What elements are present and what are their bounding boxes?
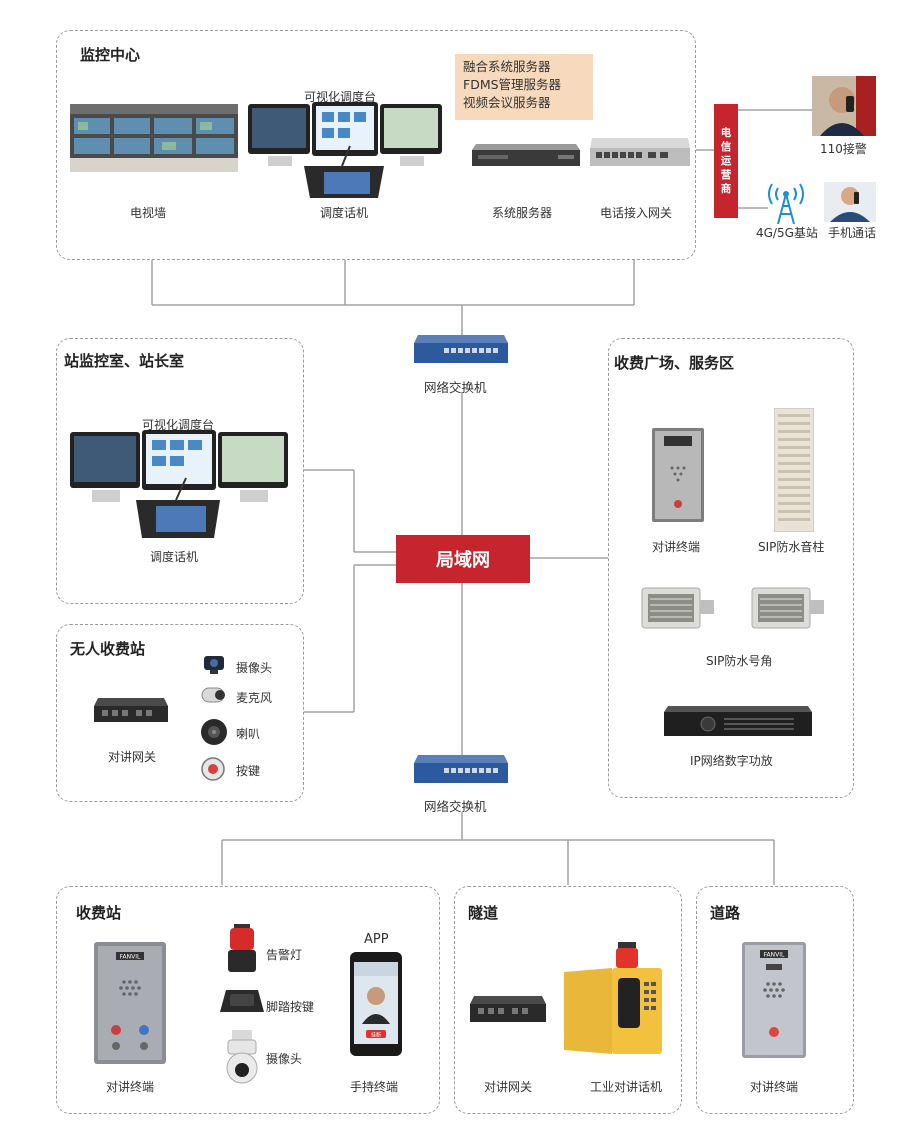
device-brand-text: FANVIL	[764, 952, 785, 959]
microphone-icon	[201, 687, 225, 703]
panel-title: 站监控室、站长室	[64, 352, 185, 370]
unmanned-item-label: 麦克风	[236, 691, 273, 705]
base-station-label: 4G/5G基站	[756, 226, 818, 240]
visual-console-image	[70, 430, 288, 538]
button-icon	[201, 757, 225, 781]
dispatch-phone-label: 调度话机	[150, 550, 199, 564]
phone-gateway-label: 电话接入网关	[600, 206, 673, 220]
server-list-box: 融合系统服务器 FDMS管理服务器 视频会议服务器	[455, 54, 593, 120]
panel-title: 收费站	[76, 904, 122, 922]
horn-speaker-image	[641, 587, 714, 629]
unmanned-item-label: 按键	[236, 764, 261, 778]
speaker-icon	[201, 719, 227, 745]
horn-speaker-image	[751, 587, 824, 629]
alarm-light-icon	[228, 924, 256, 972]
intercom-gateway-label: 对讲网关	[108, 750, 157, 764]
intercom-terminal-image	[652, 428, 704, 522]
intercom-terminal-image: FANVIL	[94, 942, 166, 1064]
intercom-gateway-image	[94, 698, 168, 722]
column-speaker-label: SIP防水音柱	[758, 540, 825, 554]
tv-wall-image	[70, 104, 238, 172]
carrier-bar: 电信运营商	[714, 104, 738, 218]
system-server-image	[472, 144, 580, 166]
server-item: 融合系统服务器	[463, 59, 551, 74]
alarm-light-label: 告警灯	[266, 948, 303, 962]
dispatch-phone-label: 调度话机	[320, 206, 369, 220]
switch-bottom-label: 网络交换机	[424, 799, 487, 814]
horn-label: SIP防水号角	[706, 654, 773, 668]
visual-console-label: 可视化调度台	[304, 90, 377, 104]
visual-console-label: 可视化调度台	[142, 418, 215, 432]
intercom-terminal-image: FANVIL	[742, 942, 806, 1058]
mobile-caller-photo	[824, 182, 876, 222]
panel-title: 收费广场、服务区	[614, 354, 735, 372]
intercom-label: 对讲终端	[106, 1080, 155, 1094]
ptz-camera-icon	[226, 1030, 258, 1084]
tv-wall-label: 电视墙	[130, 206, 167, 220]
app-hangup-text: 挂断	[371, 1032, 381, 1039]
panel-title: 监控中心	[80, 46, 141, 64]
lan-box: 局域网	[396, 535, 530, 583]
amplifier-label: IP网络数字功放	[690, 754, 773, 768]
tunnel-gateway-label: 对讲网关	[484, 1080, 533, 1094]
handheld-phone-image: 挂断	[350, 952, 402, 1056]
server-item: FDMS管理服务器	[463, 77, 562, 92]
mobile-call-label: 手机通话	[828, 226, 877, 240]
panel-title: 道路	[710, 904, 741, 922]
industrial-phone-image	[564, 942, 662, 1054]
network-switch-top	[414, 335, 508, 363]
intercom-gateway-image	[470, 996, 546, 1022]
phone-gateway-image	[590, 138, 690, 166]
unmanned-item-label: 摄像头	[236, 661, 273, 675]
road-intercom-label: 对讲终端	[750, 1080, 799, 1094]
camera-icon	[204, 656, 224, 674]
camera-label: 摄像头	[266, 1052, 303, 1066]
intercom-label: 对讲终端	[652, 540, 701, 554]
police-label: 110接警	[820, 142, 867, 156]
amplifier-image	[664, 706, 812, 736]
foot-button-label: 脚踏按键	[266, 1000, 315, 1014]
device-brand-text: FANVIL	[120, 954, 141, 961]
tower-icon	[768, 183, 804, 224]
visual-console-image	[248, 102, 442, 198]
server-item: 视频会议服务器	[463, 95, 551, 110]
panel-title: 无人收费站	[70, 640, 146, 658]
system-server-label: 系统服务器	[492, 206, 553, 220]
network-switch-bottom	[414, 755, 508, 783]
industrial-phone-label: 工业对讲话机	[590, 1080, 663, 1094]
switch-top-label: 网络交换机	[424, 380, 487, 395]
unmanned-item-label: 喇叭	[236, 727, 261, 741]
app-label: APP	[364, 932, 389, 947]
column-speaker-image	[774, 408, 814, 532]
handheld-label: 手持终端	[350, 1080, 399, 1094]
foot-button-icon	[220, 990, 264, 1012]
police-photo	[812, 76, 876, 136]
panel-title: 隧道	[468, 904, 499, 922]
